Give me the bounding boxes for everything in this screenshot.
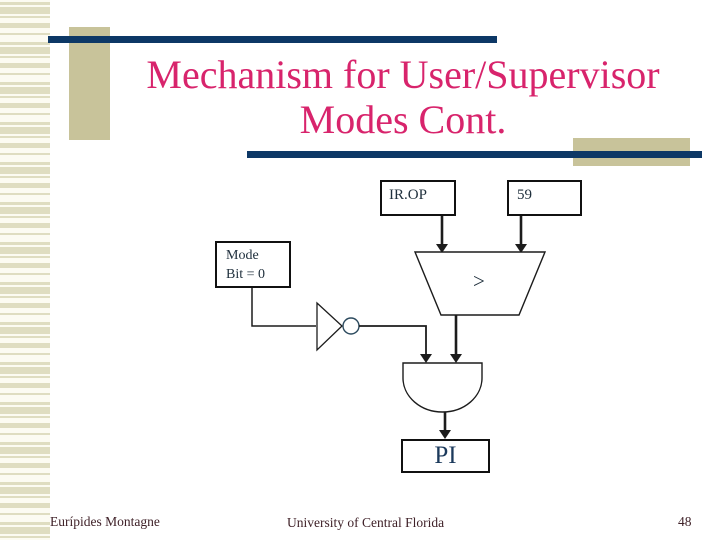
arrow-const-to-comparator — [515, 216, 527, 253]
title-line-1: Mechanism for User/Supervisor — [146, 52, 660, 97]
footer-institution: University of Central Florida — [287, 515, 445, 530]
mode-bit-box: Mode Bit = 0 — [215, 241, 291, 288]
title-line-2: Modes Cont. — [299, 97, 507, 142]
footer-author: Eurípides Montagne — [50, 514, 160, 529]
wire-modebit-to-notgate — [251, 288, 316, 327]
mode-bit-label-line1: Mode — [226, 248, 259, 263]
pi-output-label: PI — [434, 442, 457, 469]
mode-bit-label-line2: Bit = 0 — [226, 267, 266, 282]
pi-output-box: PI — [401, 439, 490, 473]
arrow-andgate-to-pi — [439, 412, 451, 439]
footer-page-number: 48 — [678, 514, 692, 529]
arrow-comparator-to-andgate — [450, 315, 462, 363]
not-gate-bubble — [342, 317, 360, 335]
slide-title: Mechanism for User/Supervisor Modes Cont… — [90, 52, 716, 142]
comparator-trapezoid: > — [413, 251, 547, 316]
ir-op-box: IR.OP — [380, 180, 456, 216]
comparator-symbol: > — [473, 269, 485, 293]
left-stripes-decoration — [0, 0, 50, 540]
ir-op-label: IR.OP — [389, 187, 427, 203]
arrow-notgate-to-andgate — [359, 325, 432, 363]
constant-59-box: 59 — [507, 180, 582, 216]
slide-footer: Eurípides Montagne University of Central… — [0, 514, 720, 534]
and-gate — [402, 362, 483, 413]
tan-accent-block-left — [69, 27, 110, 140]
constant-59-label: 59 — [517, 187, 532, 203]
arrow-irop-to-comparator — [436, 216, 448, 253]
not-gate — [316, 301, 360, 352]
navy-accent-bar-middle — [247, 151, 702, 158]
navy-accent-bar-top — [48, 36, 497, 43]
